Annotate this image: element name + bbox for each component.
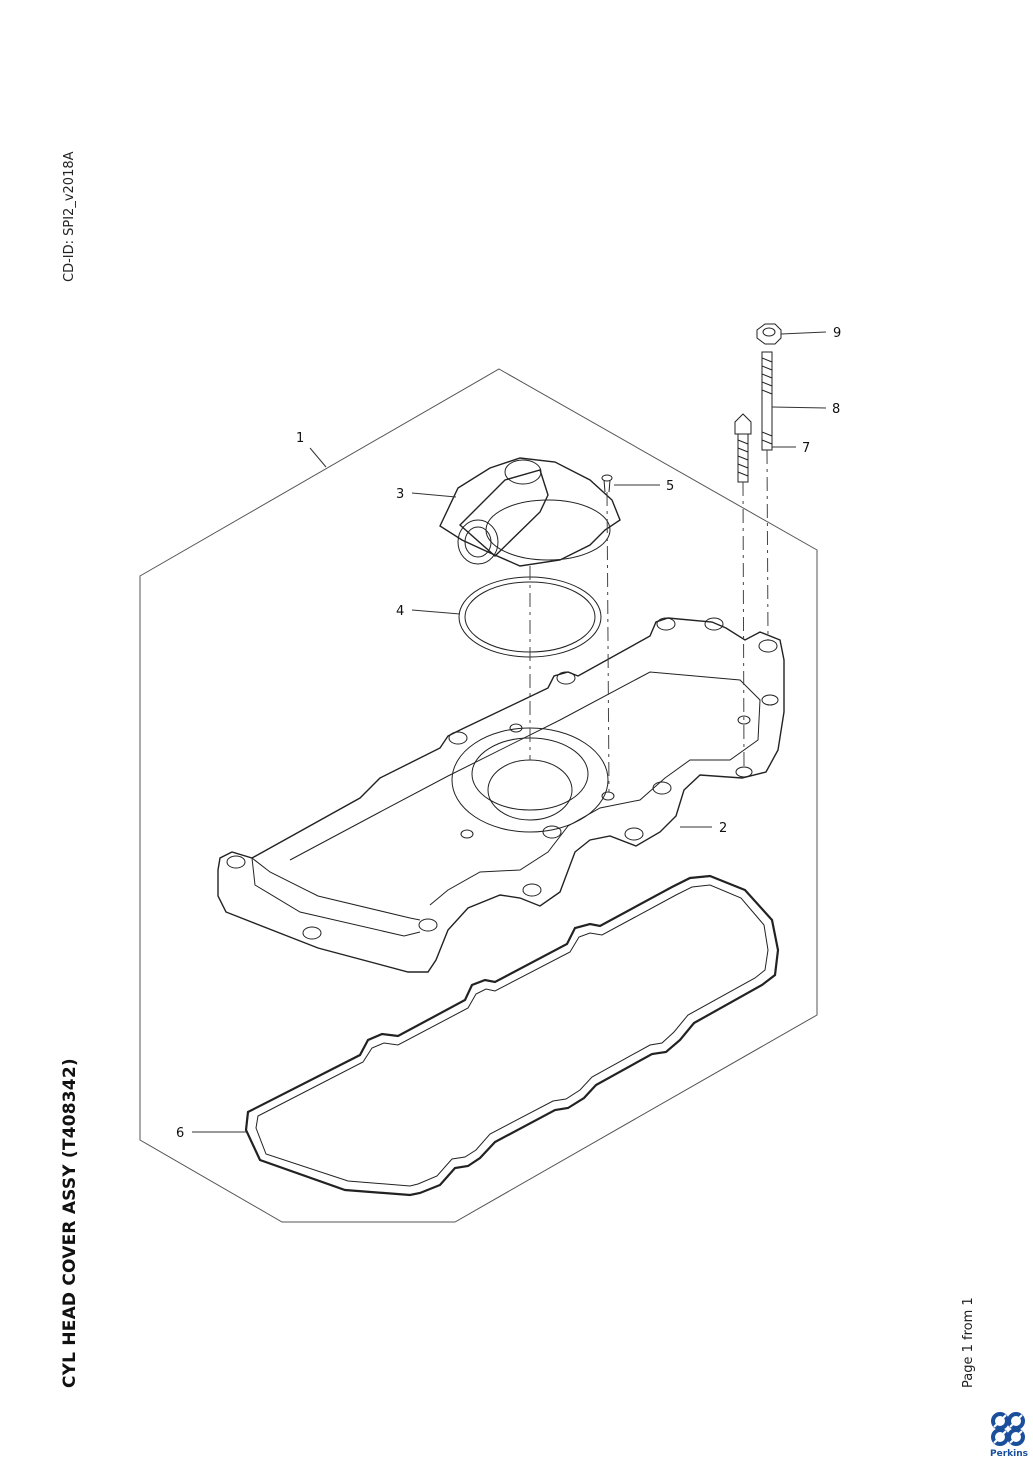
cover-port-inner xyxy=(487,759,573,821)
outlet-spigot xyxy=(458,469,549,557)
callout-5: 5 xyxy=(666,479,674,494)
assembly-boundary xyxy=(139,368,818,1223)
o-ring-outer xyxy=(458,576,602,658)
screw-item-5 xyxy=(601,474,613,493)
callout-1: 1 xyxy=(296,431,304,446)
outlet-spigot-end xyxy=(457,519,499,565)
cover-flange-edge xyxy=(251,857,421,937)
callout-2: 2 xyxy=(719,821,727,836)
callout-8: 8 xyxy=(832,402,840,417)
outlet-spigot-bore xyxy=(464,526,492,558)
outlet-housing-top xyxy=(504,459,542,485)
callout-9: 9 xyxy=(833,326,841,341)
rocker-cover-gasket-inner xyxy=(255,884,769,1187)
callout-4: 4 xyxy=(396,604,404,619)
outlet-housing-base xyxy=(485,499,611,561)
assembly-center-lines xyxy=(529,449,769,793)
rocker-cover-gasket xyxy=(244,874,780,1197)
nut-item-9 xyxy=(756,323,782,345)
callout-7: 7 xyxy=(802,441,810,456)
rocker-cover-body xyxy=(217,617,785,973)
stud-item-8 xyxy=(761,351,773,451)
outlet-housing xyxy=(439,457,621,567)
callout-3: 3 xyxy=(396,487,404,502)
bolt-item-7 xyxy=(734,413,752,483)
cover-bolt-bosses xyxy=(226,617,779,940)
perkins-logo xyxy=(991,1412,1025,1446)
cover-inner-rim xyxy=(289,671,761,906)
brand-name: Perkins xyxy=(990,1449,1028,1459)
callout-leaders xyxy=(192,331,827,1133)
callout-6: 6 xyxy=(176,1126,184,1141)
